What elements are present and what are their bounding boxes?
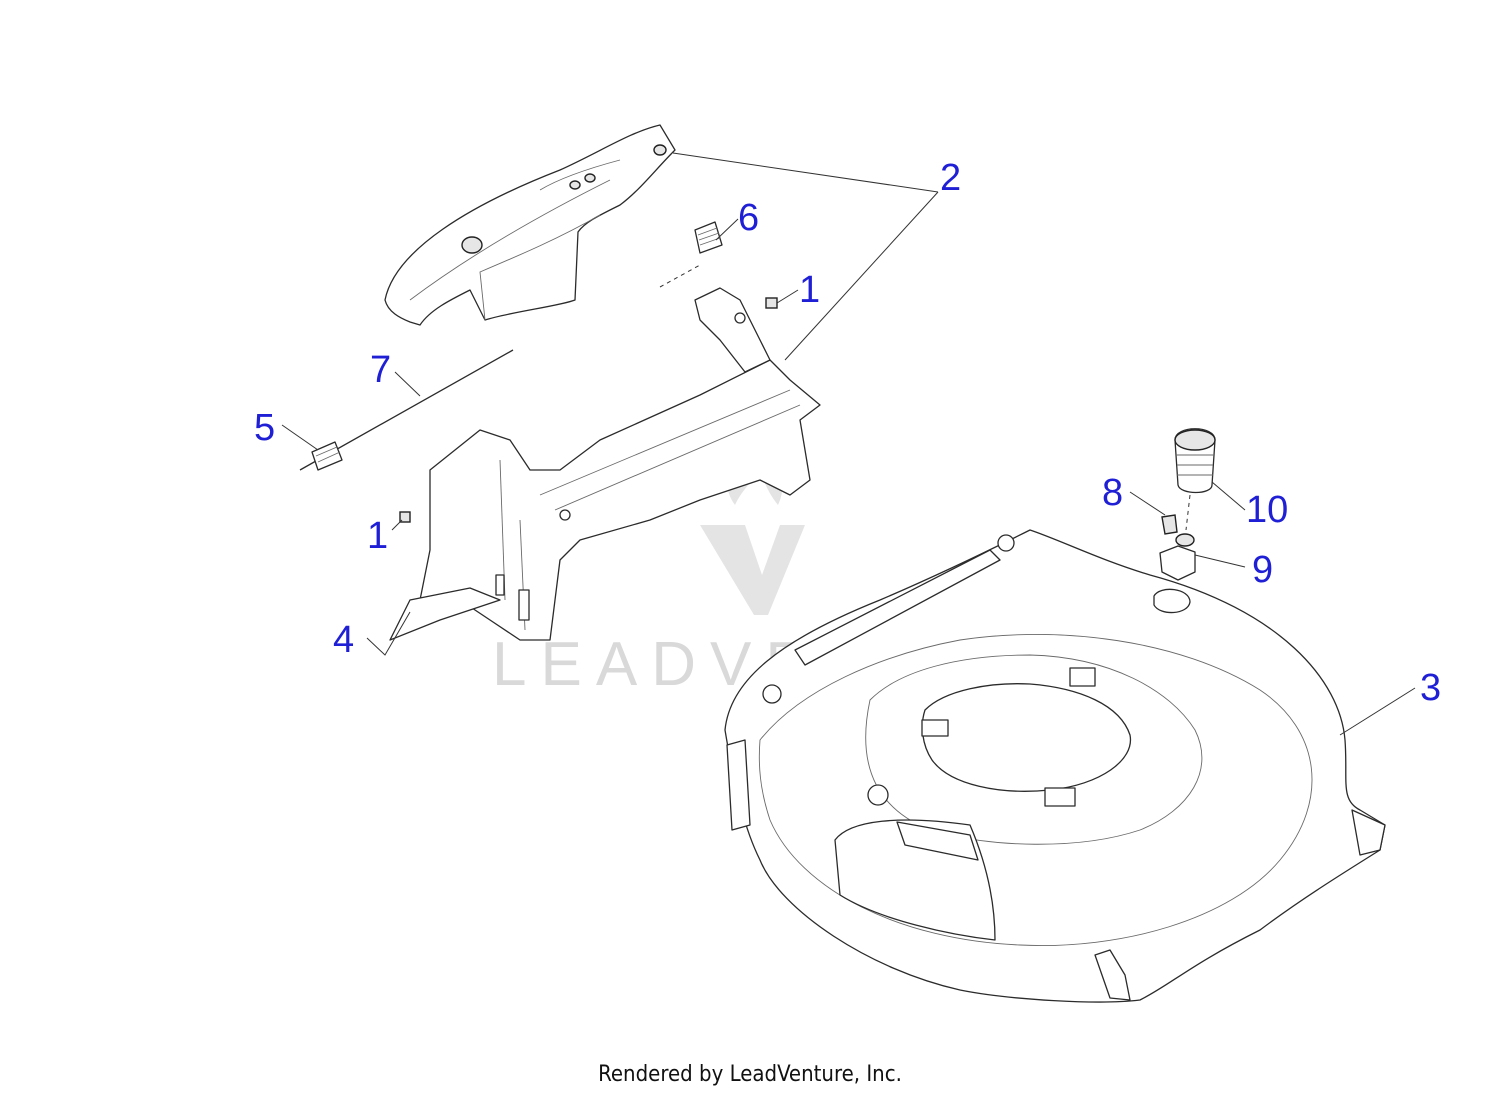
- callout-labels: 2 6 1 7 5 1 4 8 10 9 3: [254, 157, 1441, 709]
- leader-lines: [281, 152, 1416, 736]
- callout-8: 8: [1102, 472, 1123, 514]
- callout-9: 9: [1252, 549, 1273, 591]
- callout-10: 10: [1246, 489, 1288, 531]
- callout-6: 6: [738, 197, 759, 239]
- leader-1b: [391, 519, 403, 531]
- callout-1-lower: 1: [367, 515, 388, 557]
- callout-1-upper: 1: [799, 269, 820, 311]
- washout-nozzle-part: [1159, 533, 1196, 581]
- leader-4: [366, 611, 411, 656]
- callout-7: 7: [370, 349, 391, 391]
- leader-1a: [776, 289, 799, 304]
- mower-deck-part: [724, 529, 1386, 1003]
- leader-2a: [672, 152, 939, 193]
- rod-spring-part: [311, 441, 343, 471]
- fitting-part: [1161, 514, 1178, 535]
- footer-credit: Rendered by LeadVenture, Inc.: [598, 1062, 902, 1087]
- leader-6-axis: [659, 264, 701, 288]
- hex-nut-upper-part: [765, 297, 778, 309]
- callout-2: 2: [940, 157, 961, 199]
- callout-3: 3: [1420, 667, 1441, 709]
- leader-9: [1194, 554, 1246, 568]
- torsion-spring-part: [694, 221, 723, 254]
- leader-6: [715, 218, 739, 241]
- leader-5: [281, 424, 319, 451]
- lower-flap-part: [389, 587, 501, 641]
- plug-cap-part: [1174, 428, 1216, 494]
- rear-flap-part: [384, 124, 676, 326]
- leader-8: [1129, 491, 1166, 516]
- callout-5: 5: [254, 407, 275, 449]
- leader-7: [394, 371, 421, 397]
- hex-nut-lower-part: [399, 511, 411, 523]
- leader-2b: [784, 191, 939, 361]
- leader-10: [1211, 481, 1246, 511]
- hinge-bracket-part: [419, 287, 821, 641]
- leader-3: [1339, 687, 1416, 736]
- callout-4: 4: [333, 619, 354, 661]
- leader-10-axis: [1185, 494, 1191, 531]
